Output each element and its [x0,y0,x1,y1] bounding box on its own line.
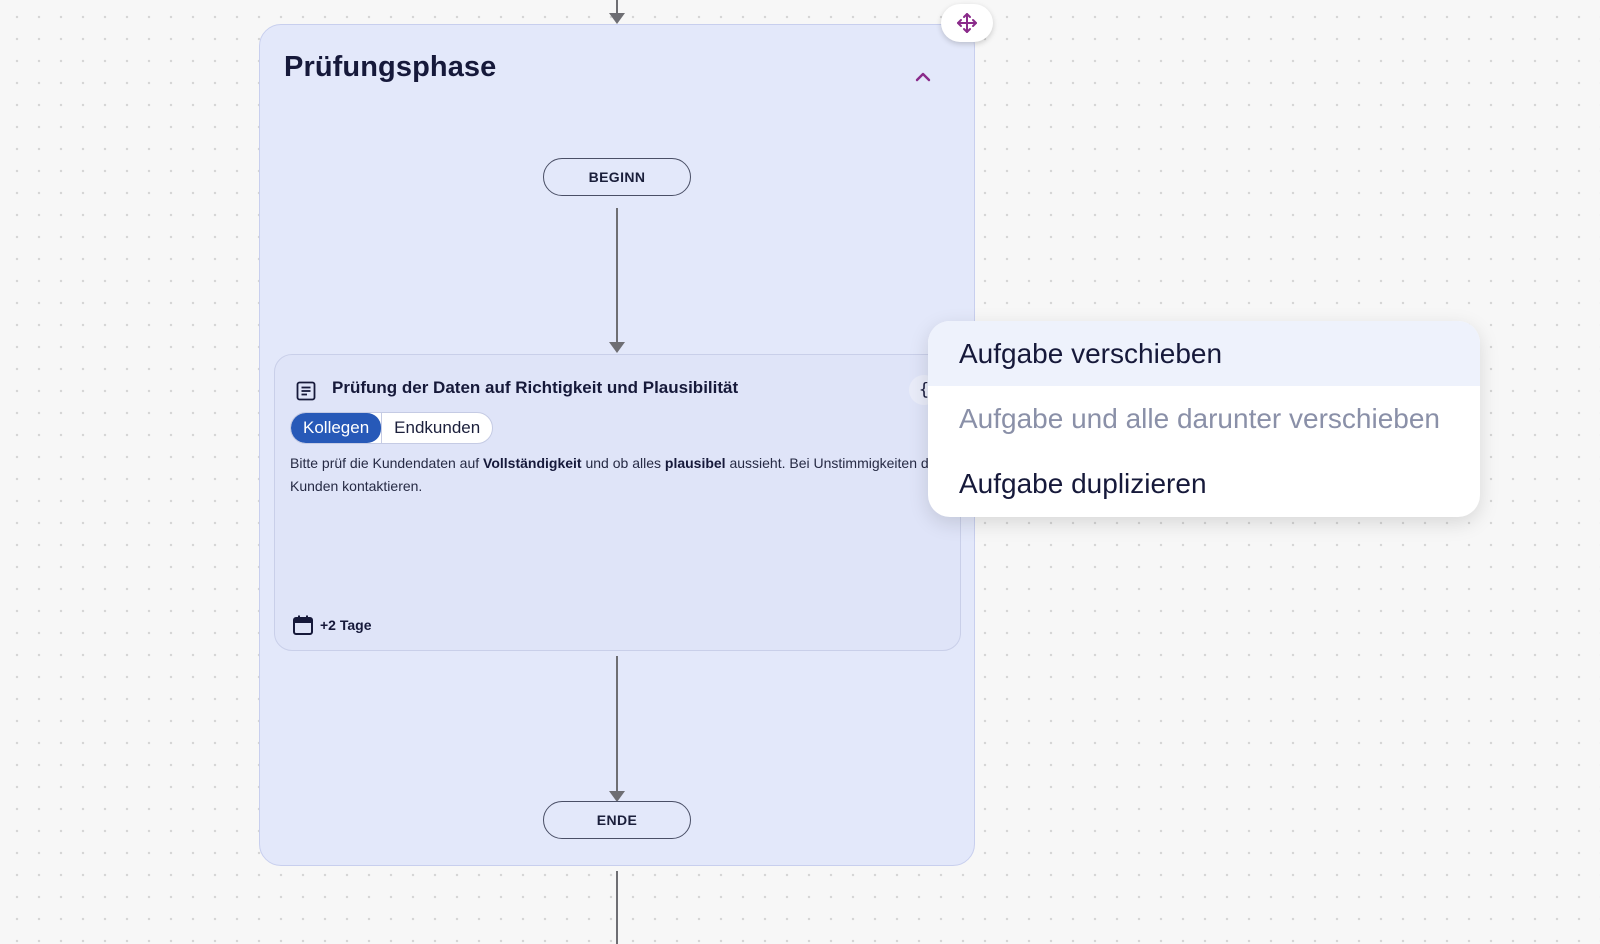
menu-item-move-task[interactable]: Aufgabe verschieben [928,321,1480,386]
connector-arrowhead-task [609,342,625,353]
connector-line-bottom [616,871,618,944]
start-node-label: BEGINN [588,169,646,185]
task-description: Bitte prüf die Kundendaten auf Vollständ… [290,452,960,498]
task-description-bold: Vollständigkeit [483,455,582,471]
task-description-text: Bitte prüf die Kundendaten auf [290,455,484,471]
connector-arrowhead-top [609,13,625,24]
connector-arrowhead-end [609,791,625,802]
menu-item-move-task-and-below[interactable]: Aufgabe und alle darunter verschieben [959,402,1441,434]
connector-line-task-to-end [616,656,618,792]
task-description-text: und ob alles [581,455,665,471]
collapse-phase-button[interactable] [910,63,936,89]
chevron-up-icon [915,72,931,82]
connector-line-top [616,0,618,14]
assignee-option-endkunden[interactable]: Endkunden [381,413,492,443]
end-node-label: ENDE [596,812,638,828]
task-title: Prüfung der Daten auf Richtigkeit und Pl… [332,378,739,397]
calendar-icon [293,615,313,635]
assignee-toggle: Kollegen Endkunden [290,412,494,444]
connector-line-start-to-task [616,208,618,342]
end-node: ENDE [543,801,691,839]
move-phase-handle[interactable] [941,4,993,42]
due-date-label: +2 Tage [320,617,372,633]
task-description-bold: plausibel [664,455,726,471]
task-description-text: aussieht. Bei Unstimmigkeiten den Kunden… [290,455,945,494]
phase-title: Prüfungsphase [284,51,497,83]
start-node: BEGINN [543,158,691,196]
task-context-menu: Aufgabe verschieben Aufgabe und alle dar… [928,321,1480,517]
move-arrows-icon [957,13,977,33]
assignee-option-kollegen[interactable]: Kollegen [291,413,382,443]
document-lines-icon [296,381,316,401]
task-card[interactable]: Prüfung der Daten auf Richtigkeit und Pl… [274,354,961,651]
menu-item-duplicate-task[interactable]: Aufgabe duplizieren [959,467,1207,499]
